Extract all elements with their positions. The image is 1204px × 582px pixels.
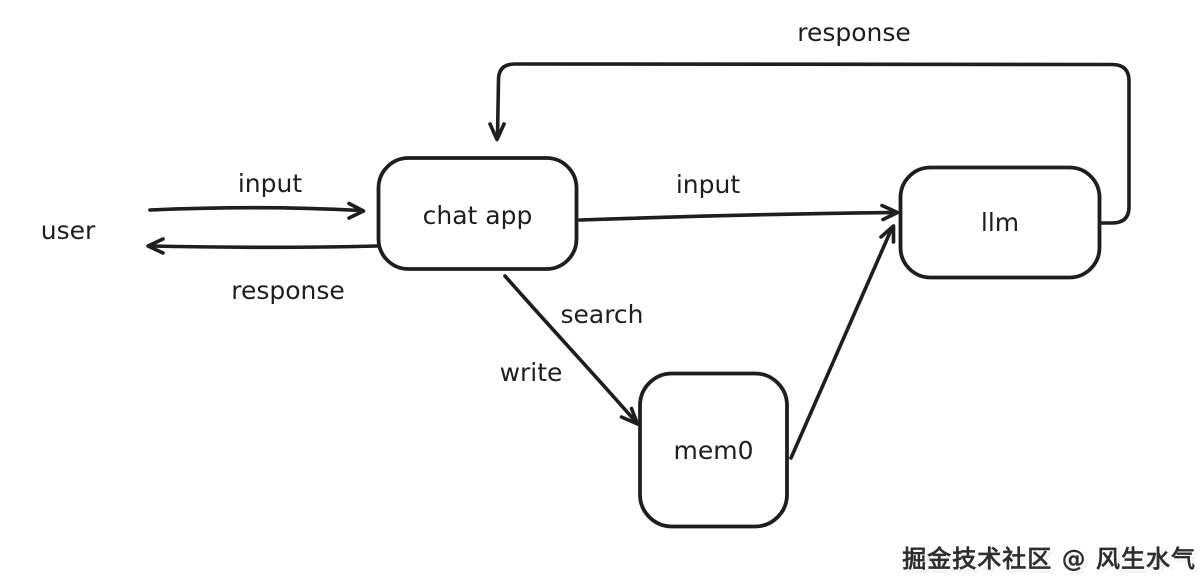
mem0-label: mem0 [674,436,754,465]
edge-chat-to-llm-arrowhead [880,203,900,222]
node-llm: llm [898,165,1102,280]
edge-label-input-mid: input [676,170,741,199]
edge-user-to-chat-line [148,206,363,213]
edge-chat-to-llm-input: input [578,170,900,222]
llm-label: llm [981,208,1019,237]
edge-mem0-to-llm-line [789,227,894,460]
edge-chat-to-mem0-arrowhead [619,406,640,426]
edge-chat-to-user-response: response [146,237,379,305]
edge-chat-to-user-arrowhead [146,237,165,255]
chat-app-label: chat app [423,201,533,230]
edge-label-write: write [500,358,563,387]
edge-llm-to-chat-line [495,62,1131,225]
edge-mem0-to-llm [789,224,896,460]
edge-chat-to-mem0: search write [500,274,644,426]
mem0-box [638,371,789,529]
chat-app-box [376,156,579,271]
edge-label-response-top: response [797,18,911,47]
edge-mem0-to-llm-arrowhead [879,224,896,244]
watermark-text: 掘金技术社区 @ 风生水气 [902,545,1196,573]
edge-label-response-left: response [231,276,345,305]
llm-box [898,165,1102,280]
node-mem0: mem0 [638,371,789,529]
edge-chat-to-user-line [148,244,379,250]
edge-llm-to-chat-arrowhead [488,122,506,142]
edge-user-to-chat-arrowhead [347,201,366,220]
edge-user-to-chat-input: input [148,169,366,220]
user-label: user [41,216,96,245]
node-chat-app: chat app [376,156,579,271]
edge-label-search: search [560,300,643,329]
edge-label-input-left: input [238,169,303,198]
edge-llm-to-chat-response: response [488,18,1131,225]
edge-chat-to-llm-line [578,210,897,222]
node-user: user [41,216,96,245]
edge-chat-to-mem0-line [503,274,638,424]
